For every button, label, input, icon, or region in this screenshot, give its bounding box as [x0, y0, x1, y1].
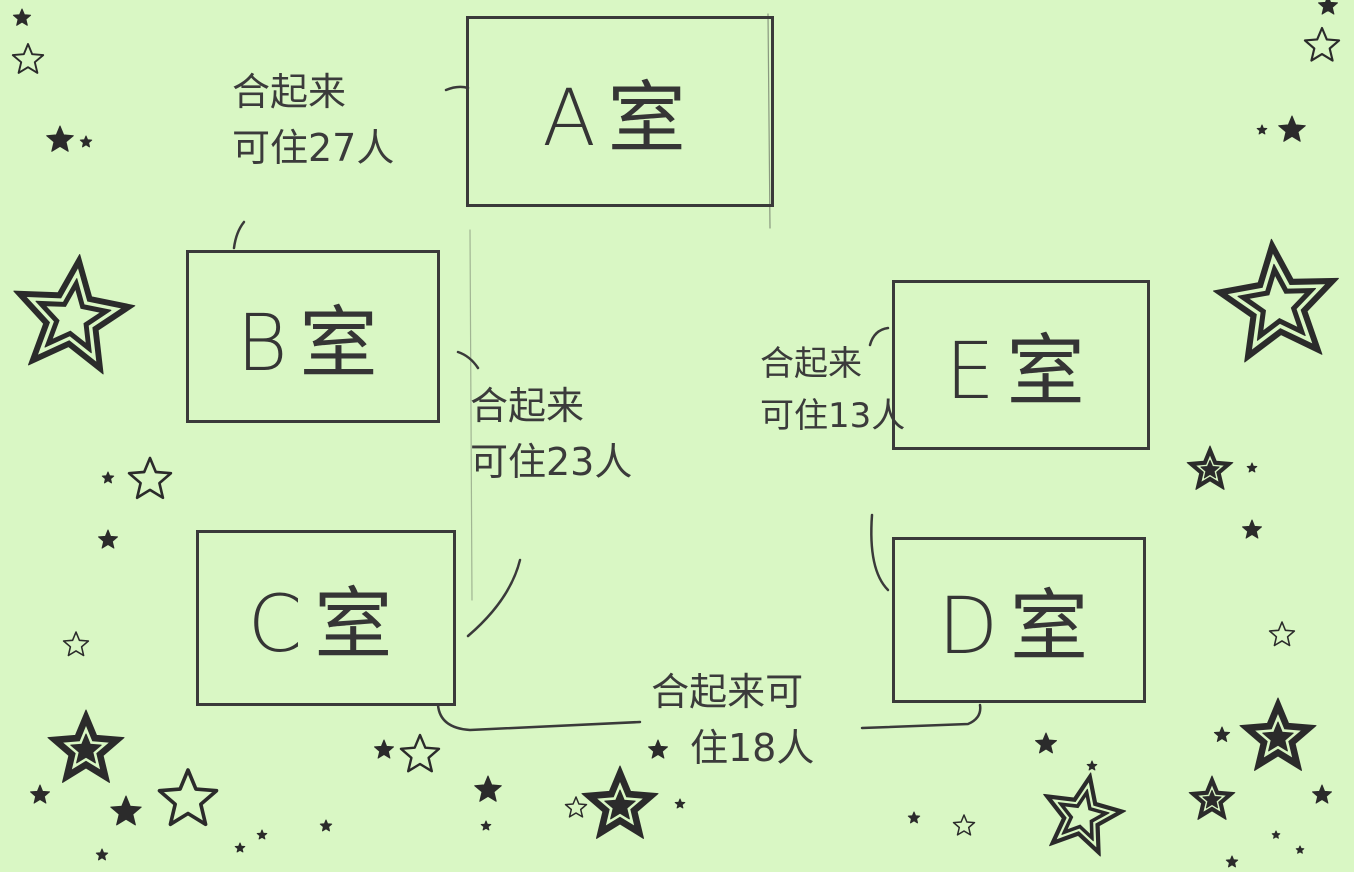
room-a: A室	[466, 16, 774, 207]
star-icon	[1035, 732, 1057, 754]
room-d-label: D室	[937, 582, 1101, 672]
star-icon	[62, 631, 90, 657]
star-icon	[1295, 845, 1305, 854]
note-a-b: 合起来 可住27人	[232, 64, 394, 176]
note-e-d-line2: 可住13人	[760, 396, 906, 436]
star-icon	[1213, 238, 1339, 363]
star-icon	[13, 254, 136, 375]
star-icon	[1043, 772, 1127, 857]
note-b-c: 合起来 可住23人	[470, 378, 632, 490]
star-icon	[1242, 519, 1262, 539]
star-icon	[1278, 115, 1306, 142]
star-icon	[46, 125, 74, 152]
star-icon	[256, 829, 268, 840]
star-icon	[30, 784, 50, 804]
star-icon	[1186, 445, 1234, 490]
star-decorations	[11, 0, 1341, 868]
star-icon	[581, 765, 659, 839]
room-b-label: B室	[236, 298, 390, 389]
star-icon	[374, 739, 394, 759]
connector-e-d-bottom	[870, 513, 890, 592]
star-icon	[47, 709, 125, 783]
star-icon	[157, 768, 219, 827]
room-a-label: A室	[542, 73, 698, 164]
connector-b-c-top	[456, 350, 480, 370]
guide-line-vertical	[469, 229, 473, 601]
star-icon	[234, 842, 246, 853]
connector-b-c-bottom	[466, 558, 522, 638]
connector-a-b-bottom	[232, 220, 246, 250]
guide-line-a-right	[767, 13, 771, 229]
star-icon	[110, 795, 142, 826]
star-icon	[1256, 124, 1268, 135]
star-icon	[1318, 0, 1338, 15]
star-icon	[564, 796, 588, 818]
star-icon	[1239, 697, 1317, 771]
star-icon	[399, 733, 441, 773]
note-b-c-line2: 可住23人	[470, 440, 633, 484]
room-b: B室	[186, 250, 440, 423]
star-icon	[474, 775, 502, 802]
connector-e-d-top	[868, 326, 890, 347]
star-icon	[480, 820, 492, 831]
note-b-c-line1: 合起来	[470, 384, 585, 428]
star-icon	[12, 8, 32, 26]
note-c-d: 合起来可 住18人	[640, 664, 814, 776]
room-e-label: E室	[945, 327, 1097, 417]
star-icon	[674, 798, 686, 809]
star-icon	[319, 819, 333, 832]
star-icon	[1312, 784, 1332, 804]
star-icon	[648, 739, 668, 759]
note-e-d-line1: 合起来	[760, 344, 862, 384]
room-c: C室	[196, 530, 456, 706]
star-icon	[101, 471, 115, 484]
star-icon	[1086, 760, 1098, 771]
star-icon	[952, 814, 976, 836]
star-icon	[1225, 855, 1239, 868]
star-icon	[1246, 462, 1258, 473]
star-icon	[98, 529, 118, 549]
star-icon	[1271, 830, 1281, 839]
room-e: E室	[892, 280, 1150, 450]
room-c-label: C室	[247, 580, 405, 670]
note-a-b-line2: 可住27人	[232, 126, 395, 170]
note-e-d: 合起来 可住13人	[760, 338, 905, 442]
star-icon	[127, 456, 173, 500]
connector-a-b-top	[444, 85, 470, 92]
star-icon	[95, 848, 109, 861]
connector-c-d-left	[436, 703, 642, 732]
connector-c-d-right	[860, 703, 982, 730]
note-a-b-line1: 合起来	[232, 70, 347, 114]
star-icon	[1213, 726, 1231, 742]
star-icon	[1303, 26, 1341, 62]
room-d: D室	[892, 537, 1146, 703]
star-icon	[1188, 775, 1236, 820]
star-icon	[1268, 621, 1296, 647]
star-icon	[11, 43, 45, 74]
note-c-d-line2: 住18人	[690, 726, 815, 770]
star-icon	[79, 135, 93, 148]
note-c-d-line1: 合起来可	[651, 670, 804, 714]
star-icon	[907, 811, 921, 824]
